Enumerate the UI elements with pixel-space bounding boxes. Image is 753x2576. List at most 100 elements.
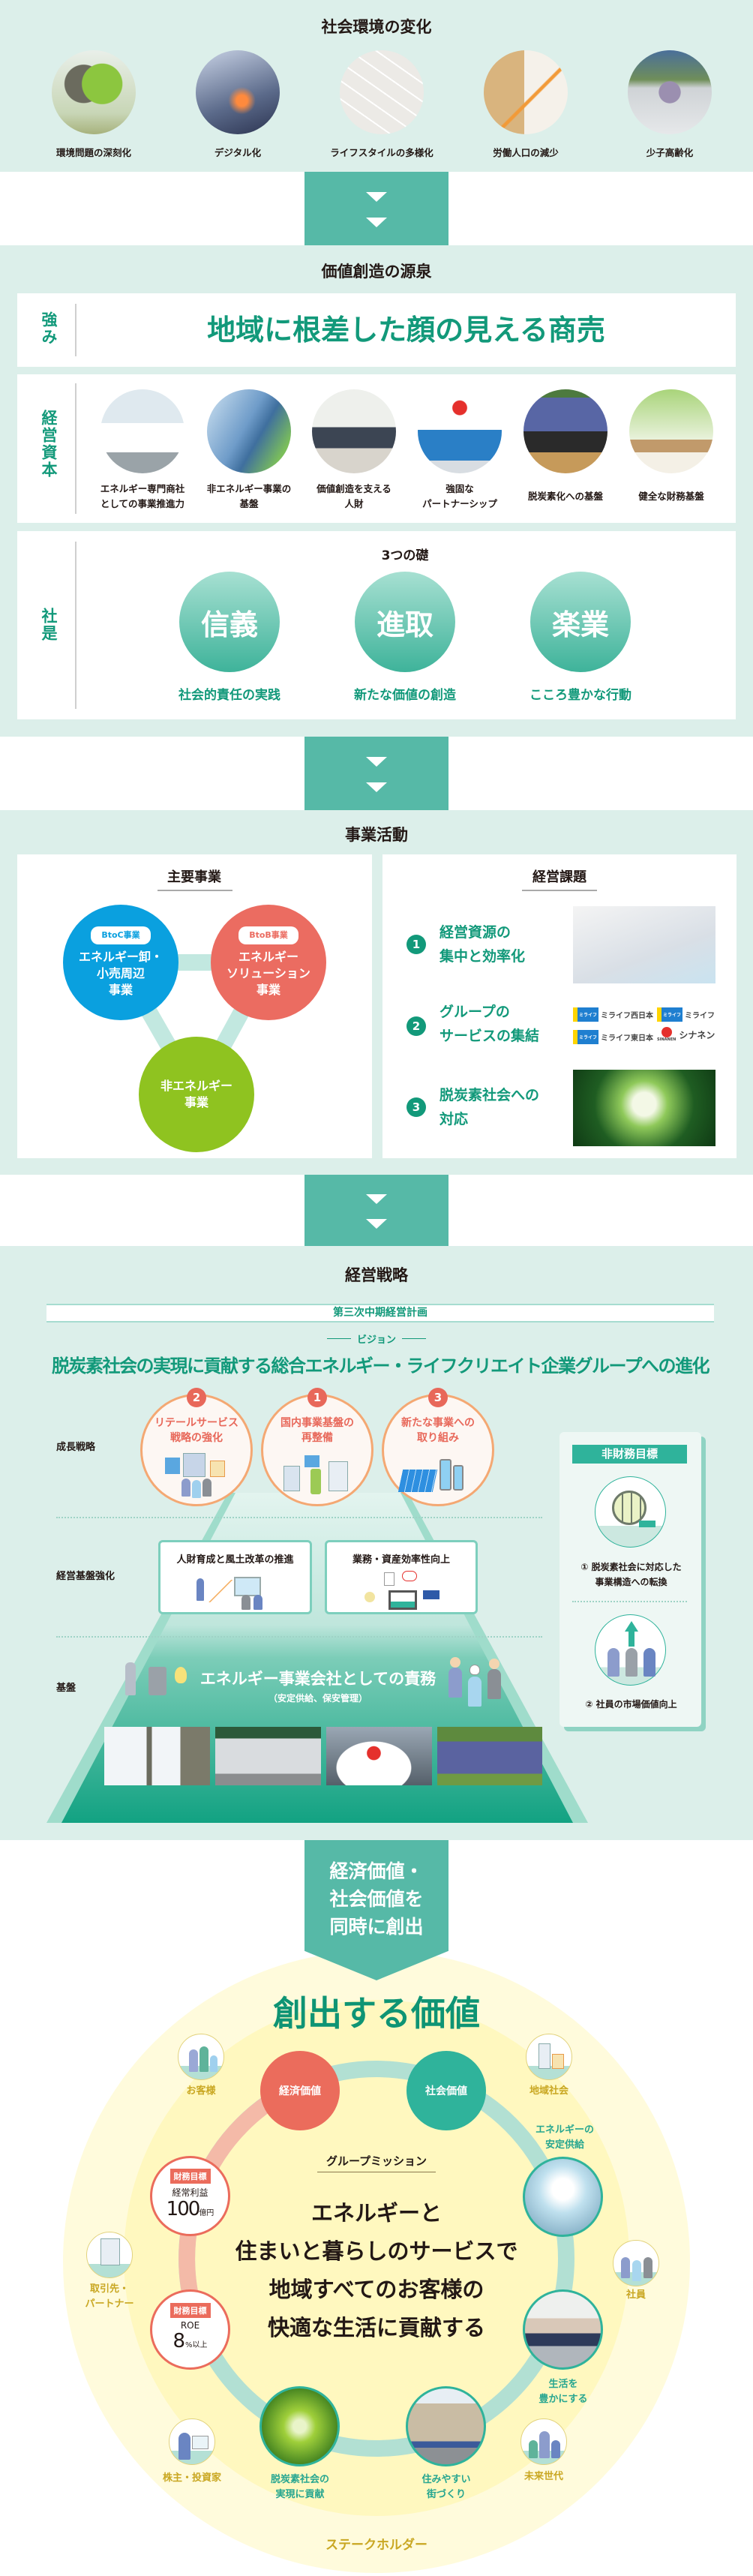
value-label-town: 住みやすい街づくり — [401, 2472, 491, 2502]
gas-cylinder-icon — [125, 1662, 136, 1695]
social-change-label: 環境問題の深刻化 — [56, 147, 131, 158]
divider — [75, 542, 76, 709]
social-value-circle: 社会価値 — [406, 2051, 486, 2130]
value-ellipse — [124, 2000, 629, 2516]
growth-line: 国内事業基盤の — [280, 1417, 354, 1429]
foundation-title: 業務・資産効率性向上 — [352, 1554, 450, 1566]
btoc-tag: BtoC事業 — [91, 926, 151, 944]
issue-text: グループのサービスの集結 — [440, 1000, 539, 1048]
row-label-base: 基盤 — [56, 1683, 76, 1694]
value-line: 安定供給 — [544, 2139, 584, 2151]
stakeholder-employees: 社員 — [626, 2289, 646, 2301]
stakeholder-future: 未来世代 — [524, 2471, 563, 2482]
chevron-down-icon — [366, 782, 387, 792]
growth-line: 再整備 — [302, 1432, 333, 1444]
capital-item-label: 価値創造を支える人財 — [298, 482, 410, 512]
capital-item-line: 人財 — [344, 498, 364, 509]
capital-item-label: 強固なパートナーシップ — [404, 482, 516, 512]
photo-aging-icon — [628, 50, 712, 134]
capital-item-line: 価値創造を支える — [316, 483, 392, 494]
logo-milife-east: ミライフミライフ東日本 — [573, 1030, 653, 1044]
lightbulb-energy-icon — [175, 1667, 187, 1683]
photo-lifestyle-icon — [340, 50, 424, 134]
mission-line: 住まいと暮らしのサービスで — [235, 2238, 518, 2264]
growth-line: 新たな事業への — [401, 1417, 475, 1429]
arrow-line: 経済価値・ — [329, 1860, 424, 1882]
issue-line: サービスの集結 — [440, 1028, 540, 1044]
hr-growth-icon — [196, 1572, 279, 1610]
growth-line: 取り組み — [417, 1432, 459, 1444]
stakeholder-line: パートナー — [85, 2298, 134, 2310]
value-line: 脱炭素社会の — [270, 2474, 329, 2485]
btob-line: ソリューション — [226, 966, 310, 980]
flow-arrow-down — [304, 737, 448, 810]
value-creation-background — [63, 1950, 690, 2573]
issue-number-badge: 3 — [406, 1097, 426, 1117]
growth-text: リテールサービス戦略の強化 — [140, 1416, 253, 1446]
mission-label: グループミッション — [326, 2154, 428, 2168]
non-financial-item-1: ① 脱炭素社会に対応した 事業構造への転換 — [566, 1560, 697, 1590]
shareholders-investor-icon — [169, 2418, 215, 2465]
customers-family-icon — [178, 2034, 224, 2080]
btoc-line: 事業 — [108, 983, 133, 997]
milife-badge-icon: ミライフ — [573, 1030, 599, 1044]
photo-gas-tank-icon — [326, 1727, 432, 1785]
value-line: 住みやすい — [422, 2474, 471, 2485]
value-label-life: 生活を豊かにする — [518, 2377, 608, 2407]
financial-value: 8%以上 — [172, 2331, 207, 2356]
stakeholder-customers: お客様 — [186, 2085, 216, 2097]
social-change-section: 社会環境の変化 環境問題の深刻化 デジタル化 ライフスタイルの多様化 労働人口の… — [0, 0, 753, 172]
financial-target-ordinary-profit: 財務目標 経常利益 100億円 — [150, 2156, 230, 2236]
issue-line: 脱炭素社会への — [440, 1087, 540, 1103]
stakeholder-label: ステークホルダー — [326, 2538, 428, 2553]
non-financial-panel: 非財務目標 ① 脱炭素社会に対応した 事業構造への転換 ② 社員の市場価値向上 — [560, 1432, 701, 1727]
globe-signpost-icon — [595, 1476, 666, 1548]
photo-coins-icon — [629, 389, 713, 473]
divider — [75, 304, 76, 356]
photo-gas-cylinders-icon — [104, 1727, 210, 1785]
issue-text: 経営資源の集中と効率化 — [440, 920, 525, 968]
foundation-title: 人財育成と風土改革の推進 — [176, 1554, 294, 1566]
divider — [402, 1338, 426, 1339]
partners-building-icon — [86, 2232, 133, 2278]
logo-text: シナネン — [679, 1029, 716, 1040]
logo-milife-west: ミライフミライフ西日本 — [573, 1007, 653, 1022]
capital-item-line: エネルギー専門商社 — [100, 483, 185, 494]
section-title: 事業活動 — [345, 826, 408, 844]
base-subtext: （安定供給、保安管理） — [268, 1693, 368, 1704]
row-divider — [56, 1517, 542, 1518]
photo-meeting-icon — [312, 389, 396, 473]
issue-line: 対応 — [440, 1111, 469, 1127]
divider — [75, 383, 76, 514]
non-energy-circle: 非エネルギー 事業 — [139, 1037, 254, 1152]
photo-building-icon — [207, 389, 291, 473]
connector-triangle — [106, 954, 283, 1112]
photo-solar-icon — [524, 389, 608, 473]
foundation-box-efficiency: 業務・資産効率性向上 — [325, 1540, 478, 1614]
value-title: 創出する価値 — [273, 1993, 480, 2034]
issues-title: 経営課題 — [532, 869, 586, 885]
mission-line: エネルギーと — [310, 2200, 442, 2226]
title-underline — [158, 890, 232, 891]
social-change-label: 労働人口の減少 — [493, 147, 559, 158]
chevron-down-icon — [366, 1194, 387, 1204]
flow-arrow-down — [304, 172, 448, 245]
non-energy-line: 非エネルギー — [160, 1079, 232, 1093]
photo-digital-icon — [196, 50, 280, 134]
motto-caption: 新たな価値の創造 — [354, 688, 456, 703]
financial-value: 100億円 — [166, 2199, 214, 2224]
value-line: エネルギーの — [535, 2124, 594, 2136]
photo-growth-chart-icon — [573, 906, 716, 983]
growth-line: リテールサービス — [154, 1417, 238, 1429]
photo-partnership-tank-icon — [418, 389, 502, 473]
section-title: 社会環境の変化 — [321, 18, 432, 36]
capital-item-line: としての事業推進力 — [100, 498, 185, 509]
motto-caption: 社会的責任の実践 — [178, 688, 280, 703]
employees-icon — [613, 2240, 659, 2286]
motto-word: 進取 — [376, 608, 434, 641]
photo-lightbulb-icon — [573, 1070, 716, 1146]
value-line: 実現に貢献 — [275, 2489, 325, 2500]
vision-label: ビジョン — [302, 1332, 452, 1346]
milife-badge-icon: ミライフ — [657, 1007, 683, 1022]
motto-word: 信義 — [200, 608, 258, 641]
